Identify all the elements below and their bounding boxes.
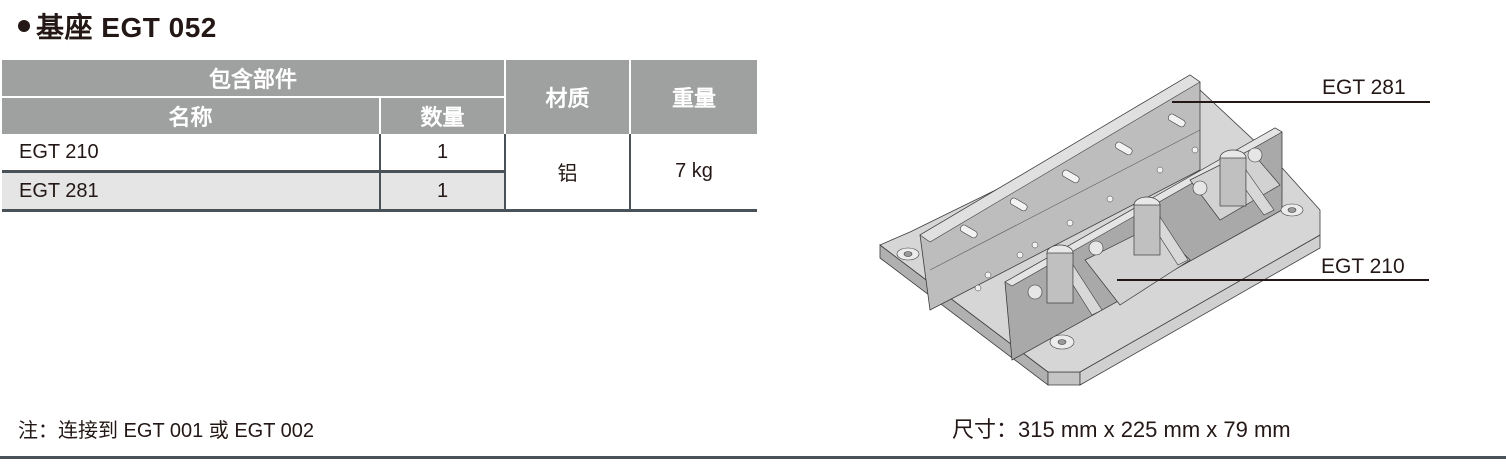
spec-table: 包含部件 材质 重量 名称 数量 EGT 210 1 铝 7 kg EGT 28… <box>2 60 758 212</box>
part-qty: 1 <box>378 171 506 212</box>
material-header: 材质 <box>504 60 631 134</box>
title-model: EGT 052 <box>101 12 217 43</box>
table-row: EGT 281 1 <box>2 171 757 212</box>
qty-header: 数量 <box>378 97 506 134</box>
callout-line-egt210 <box>1117 279 1429 281</box>
connection-note: 注：连接到 EGT 001 或 EGT 002 <box>18 420 315 442</box>
weight-header: 重量 <box>629 60 758 134</box>
callout-egt281: EGT 281 <box>1322 76 1406 99</box>
name-header: 名称 <box>2 97 380 134</box>
bottom-divider <box>0 456 1506 459</box>
callout-line-egt281 <box>1172 101 1430 103</box>
weight-value: 7 kg <box>629 134 758 212</box>
dimensions-text: 尺寸：315 mm x 225 mm x 79 mm <box>952 417 1291 442</box>
included-parts-header: 包含部件 <box>2 60 506 98</box>
callout-egt210: EGT 210 <box>1321 255 1405 278</box>
table-row: EGT 210 1 铝 7 kg <box>2 134 758 212</box>
part-name: EGT 210 <box>2 134 380 173</box>
part-name: EGT 281 <box>2 171 380 212</box>
page-title: 基座 EGT 052 <box>18 10 217 46</box>
part-qty: 1 <box>378 134 506 173</box>
base-plate-illustration <box>879 74 1321 386</box>
bullet-icon <box>18 20 30 32</box>
title-category: 基座 <box>36 12 94 43</box>
material-value: 铝 <box>504 134 631 212</box>
